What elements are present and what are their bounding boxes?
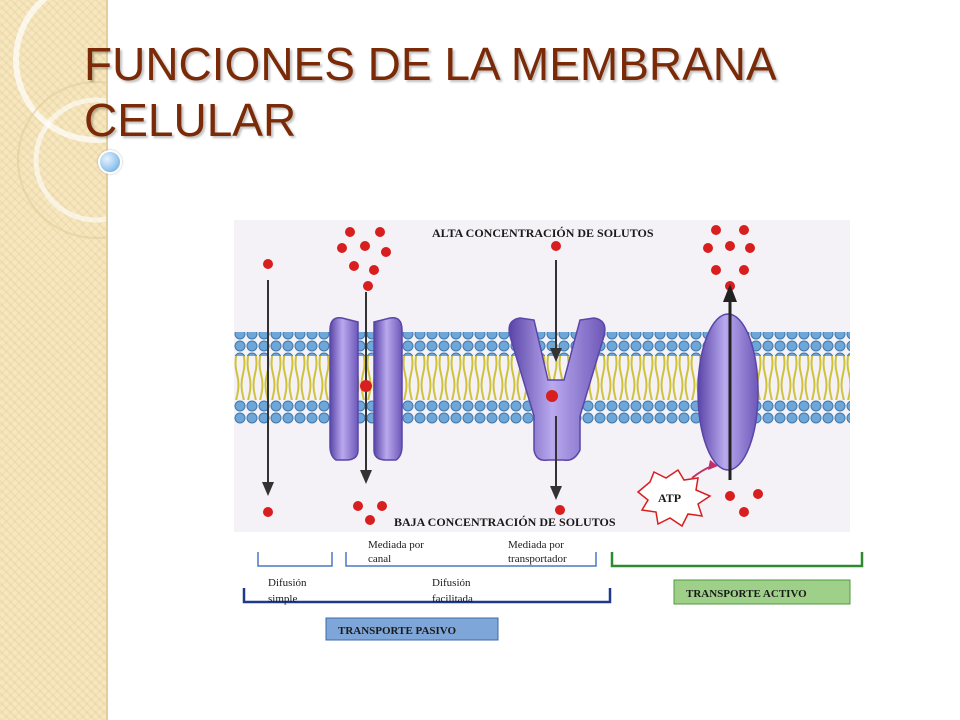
low-concentration-label: BAJA CONCENTRACIÓN DE SOLUTOS [394,515,616,529]
simple-diffusion-line-2: simple [268,593,297,605]
solute-dot [263,507,273,517]
facilitated-diffusion-line-2: facilitada [432,593,473,605]
decorative-left-band [0,0,108,720]
arrow-head-icon [550,348,562,362]
facilitated-diffusion-line-1: Difusión [432,577,471,589]
high-concentration-label: ALTA CONCENTRACIÓN DE SOLUTOS [432,226,654,240]
membrane-transport-diagram: ALTA CONCENTRACIÓN DE SOLUTOS BAJA CONCE… [234,220,864,641]
arrow-head-icon [550,486,562,500]
solute-dot [546,390,558,402]
passive-transport-label: TRANSPORTE PASIVO [338,625,457,637]
pump-body [697,313,759,471]
simple-diffusion-bracket [257,552,333,567]
solute-dot [551,241,561,251]
carrier-protein [508,241,606,515]
slide-title-line-2: CELULAR [84,94,297,146]
channel-label-line-2: canal [368,553,391,565]
passive-bracket [242,588,612,604]
atp-label: ATP [658,491,681,505]
category-brackets [242,552,864,604]
active-bracket [610,552,864,568]
active-pump: ATP [636,225,763,528]
solute-dot [360,380,372,392]
solute-dot [263,259,273,269]
mediated-bracket [345,552,597,567]
solute-dot [555,505,565,515]
active-transport-box [673,579,851,605]
channel-subunit-left [329,317,359,461]
arrow-head-icon [360,470,372,484]
decorative-arcs [13,0,106,239]
slide-title-line-1: FUNCIONES DE LA MEMBRANA [84,38,777,90]
simple-diffusion-line-1: Difusión [268,577,307,589]
slide-title: FUNCIONES DE LA MEMBRANA CELULAR [84,36,904,148]
passive-transport-box [325,617,499,641]
channel-protein [329,227,403,525]
active-transport-label: TRANSPORTE ACTIVO [686,588,807,600]
channel-label-line-1: Mediada por [368,539,424,551]
carrier-label-line-1: Mediada por [508,539,564,551]
atp-burst-icon [636,468,712,528]
simple-diffusion [262,259,274,517]
channel-subunit-right [373,317,403,461]
arrow-head-icon [723,284,737,302]
carrier-body [508,317,606,462]
carrier-label-line-2: transportador [508,553,567,565]
title-bullet-icon [98,150,122,174]
arrow-head-icon [262,482,274,496]
